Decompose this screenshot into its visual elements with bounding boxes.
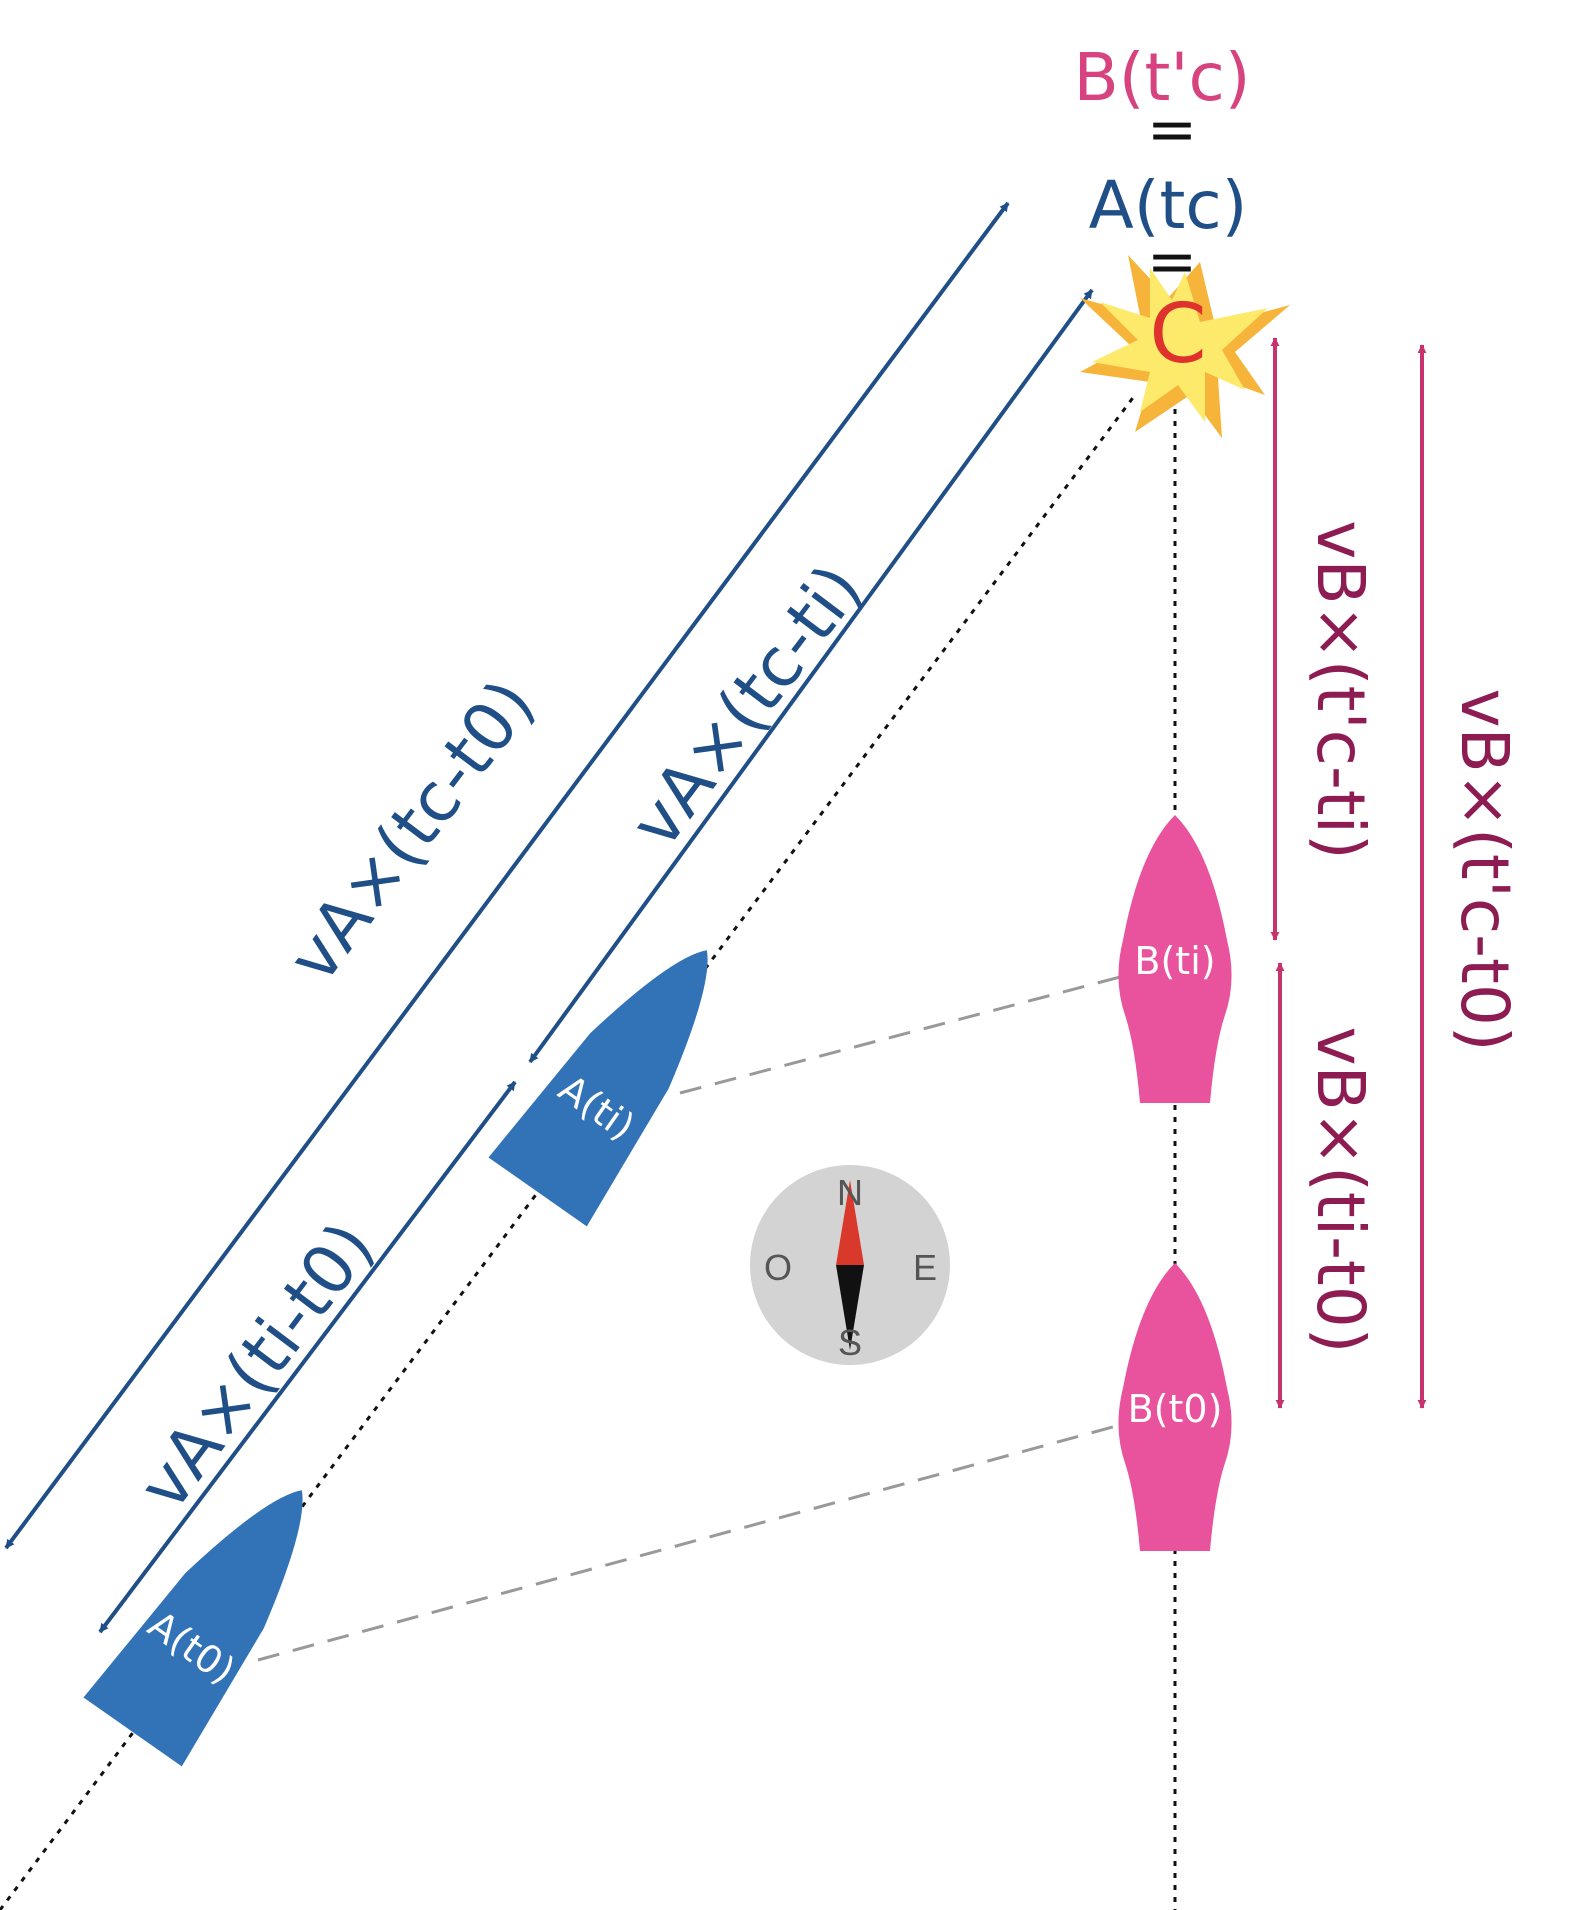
boat-a-t0: A(t0) <box>83 1490 303 1767</box>
label-vb-tcp-t0: vB×(t'c-t0) <box>1446 688 1523 1051</box>
boat-a-ti: A(ti) <box>488 950 708 1227</box>
link-line-ti <box>679 975 1121 1095</box>
label-va-tc-t0: vA×(tc-t0) <box>274 666 551 997</box>
label-vb-tcp-ti: vB×(t'c-ti) <box>1302 520 1379 859</box>
compass-north: N <box>837 1172 863 1213</box>
boat-b-ti-label: B(ti) <box>1134 939 1215 983</box>
label-va-tc-ti: vA×(tc-ti) <box>616 551 878 863</box>
compass-needle-north <box>836 1180 864 1265</box>
link-line-t0 <box>257 1423 1121 1662</box>
boat-b-t0: B(t0) <box>1118 1263 1232 1551</box>
compass-south: S <box>838 1322 862 1363</box>
collision-label: C <box>1149 287 1206 382</box>
arrow-va-ti-t0 <box>98 1080 517 1634</box>
compass-east: E <box>913 1247 937 1288</box>
collision-star-icon <box>1080 255 1290 438</box>
label-equals-1: = <box>1147 95 1197 165</box>
boat-b-t0-label: B(t0) <box>1128 1387 1223 1431</box>
label-equals-2: = <box>1147 227 1197 297</box>
compass-icon: N S E O <box>750 1165 950 1365</box>
label-va-ti-t0: vA×(ti-t0) <box>124 1208 390 1525</box>
compass-west: O <box>764 1247 792 1288</box>
label-b-tc-prime: B(t'c) <box>1073 39 1250 116</box>
compass-needle-south <box>836 1265 864 1350</box>
label-vb-ti-t0: vB×(ti-t0) <box>1302 1026 1379 1353</box>
label-a-tc: A(tc) <box>1089 167 1248 244</box>
arrow-va-tc-ti <box>528 288 1094 1064</box>
boat-b-ti: B(ti) <box>1118 815 1232 1103</box>
